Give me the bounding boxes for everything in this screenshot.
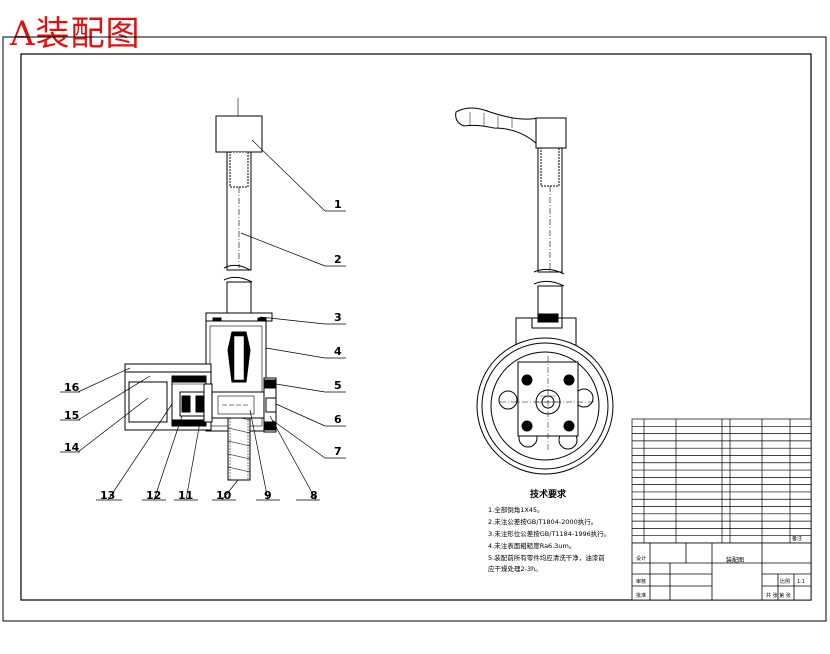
inner-frame bbox=[20, 53, 812, 601]
approver-label: 批准 bbox=[636, 592, 646, 599]
checker-label: 审核 bbox=[636, 578, 646, 585]
tech-note-2: 2.未注公差按GB/T1804-2000执行。 bbox=[488, 517, 597, 526]
callout-15: 15 bbox=[64, 409, 79, 422]
callout-6: 6 bbox=[334, 413, 342, 426]
callout-16: 16 bbox=[64, 381, 80, 394]
callout-13: 13 bbox=[100, 489, 115, 502]
callout-3: 3 bbox=[334, 311, 342, 324]
outer-frame bbox=[2, 36, 827, 622]
callout-2: 2 bbox=[334, 253, 342, 266]
tech-note-4: 4.未注表面粗糙度Ra6.3um。 bbox=[488, 541, 575, 550]
callout-5: 5 bbox=[334, 379, 342, 392]
remark-label: 备注 bbox=[792, 535, 802, 542]
technical-notes: 技术要求 1.全部倒角1X45。 2.未注公差按GB/T1804-2000执行。… bbox=[488, 488, 610, 573]
tech-note-1: 1.全部倒角1X45。 bbox=[488, 505, 544, 514]
callout-11: 11 bbox=[178, 489, 193, 502]
designer-label: 设计 bbox=[636, 555, 646, 562]
callout-8: 8 bbox=[310, 489, 318, 502]
title-block bbox=[631, 542, 812, 601]
callout-4: 4 bbox=[334, 345, 342, 358]
drawing-name: 装配图 bbox=[726, 556, 744, 564]
front-section-view bbox=[124, 98, 277, 481]
scale-value: 1:1 bbox=[797, 579, 805, 585]
callout-9: 9 bbox=[264, 489, 272, 502]
parts-list bbox=[631, 418, 812, 544]
tech-notes-title: 技术要求 bbox=[530, 488, 567, 500]
callout-14: 14 bbox=[64, 441, 80, 454]
tech-note-5: 5.装配前所有零件均应清洗干净，油漆前 bbox=[488, 553, 605, 562]
parts-list-frame bbox=[631, 418, 812, 544]
side-view bbox=[455, 107, 614, 475]
drawing-title-stamp: A装配图 bbox=[10, 14, 141, 54]
sheet-label: 共 张 第 张 bbox=[766, 592, 791, 599]
tech-note-3: 3.未注形位公差按GB/T1184-1996执行。 bbox=[488, 529, 610, 538]
callout-12: 12 bbox=[146, 489, 161, 502]
scale-label: 比例 bbox=[780, 578, 790, 585]
callout-7: 7 bbox=[334, 445, 342, 458]
callout-10: 10 bbox=[216, 489, 232, 502]
callout-1: 1 bbox=[334, 198, 342, 211]
tech-note-6: 应干燥处理2-3h。 bbox=[488, 564, 542, 573]
leader-lines bbox=[60, 139, 346, 501]
